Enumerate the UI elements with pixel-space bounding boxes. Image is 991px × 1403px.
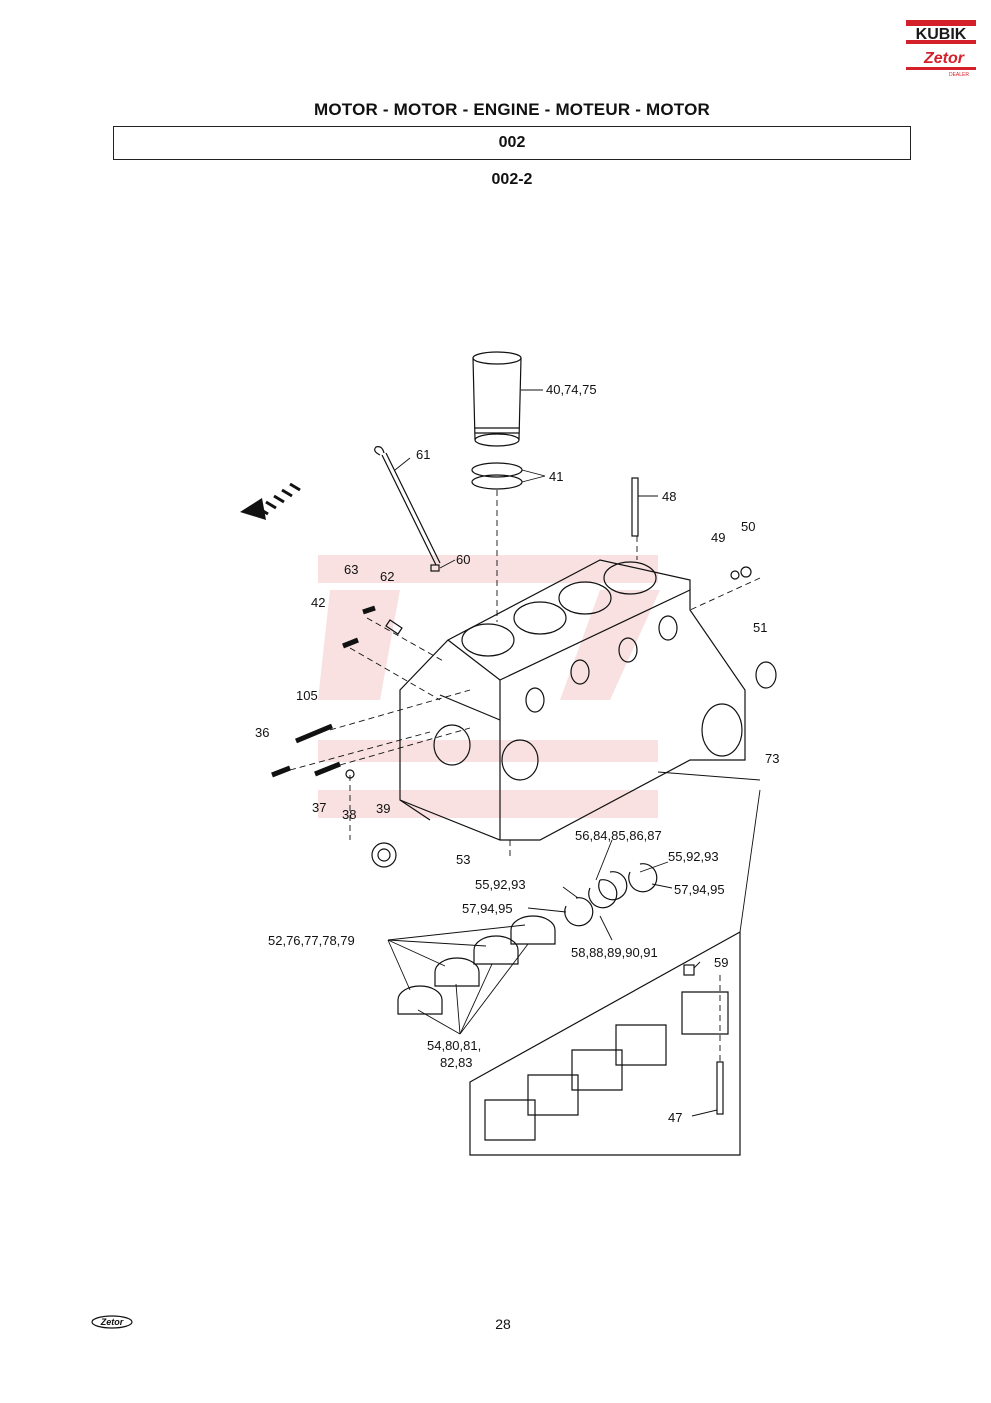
callout-55-92-93-left: 55,92,93 [475,877,526,892]
zetor-footer-logo: Zetor [91,1315,133,1329]
callout-59: 59 [714,955,728,970]
callout-56-84-85-86-87: 56,84,85,86,87 [575,828,662,843]
callout-40-74-75: 40,74,75 [546,382,597,397]
main-bearing-shells [397,915,556,1015]
logo-sub-text: Zetor [923,50,965,67]
callout-58-88-89-90-91: 58,88,89,90,91 [571,945,658,960]
callout-54-80-81: 54,80,81, [427,1038,481,1053]
kubik-zetor-dealer-logo: KUBIK Zetor DEALER [904,18,978,78]
logo-brand-text: KUBIK [916,26,967,43]
bushing [371,842,397,868]
cylinder-liner [472,351,522,447]
head-stud [631,477,639,537]
callout-39: 39 [376,801,390,816]
subsection-label: 002-2 [491,171,533,188]
callout-48: 48 [662,489,676,504]
engine-block [399,559,746,841]
watermark [318,555,660,818]
callout-60: 60 [456,552,470,567]
callout-55-92-93-right: 55,92,93 [668,849,719,864]
callout-61: 61 [416,447,430,462]
page-number: 28 [495,1316,511,1332]
bearing-caps-frame [469,930,741,1156]
expansion-plug [755,661,777,689]
callout-47: 47 [668,1110,682,1125]
callout-38: 38 [342,807,356,822]
callout-50: 50 [741,519,755,534]
logo-dealer-text: DEALER [949,72,969,78]
callout-57-94-95-left: 57,94,95 [462,901,513,916]
dipstick [374,446,441,572]
thrust-washers [564,863,658,927]
direction-arrow-icon [240,482,301,520]
footer-logo-text: Zetor [100,1317,124,1327]
callout-42: 42 [311,595,325,610]
callout-105: 105 [296,688,318,703]
callout-63: 63 [344,562,358,577]
callout-49: 49 [711,530,725,545]
callout-37: 37 [312,800,326,815]
callout-36: 36 [255,725,269,740]
callout-51: 51 [753,620,767,635]
callout-53: 53 [456,852,470,867]
callout-41: 41 [549,469,563,484]
liner-seal-rings [471,462,523,490]
callout-73: 73 [765,751,779,766]
page-title: MOTOR - MOTOR - ENGINE - MOTEUR - MOTOR [314,100,710,119]
callout-82-83: 82,83 [440,1055,473,1070]
callout-62: 62 [380,569,394,584]
callout-52-76-77-78-79: 52,76,77,78,79 [268,933,355,948]
studs [271,566,752,779]
callout-57-94-95-right: 57,94,95 [674,882,725,897]
section-box: 002 [113,126,911,160]
